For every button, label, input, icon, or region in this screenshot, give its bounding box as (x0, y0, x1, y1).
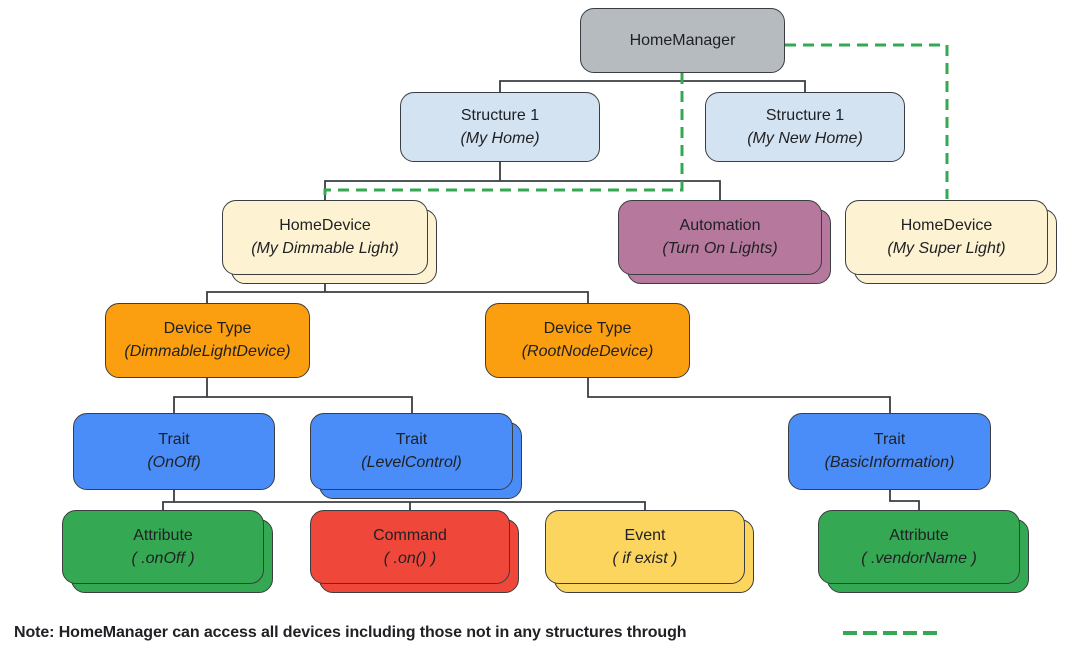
node-title: Trait (873, 431, 906, 448)
node-devicetype-dimmablelightdevice: Device Type (DimmableLightDevice) (105, 303, 310, 378)
node-subtitle: (OnOff) (147, 454, 201, 471)
node-attribute-vendorname: Attribute ( .vendorName ) (818, 510, 1029, 593)
node-homedevice-super-light: HomeDevice (My Super Light) (845, 200, 1057, 284)
node-title: Event (624, 526, 666, 544)
node-title: HomeDevice (279, 217, 371, 234)
node-structure-my-new-home: Structure 1 (My New Home) (705, 92, 905, 162)
node-devicetype-rootnodedevice: Device Type (RootNodeDevice) (485, 303, 690, 378)
node-title: Attribute (133, 526, 193, 544)
node-title: Attribute (889, 526, 949, 544)
connector-devicetype-traits (173, 378, 413, 413)
node-subtitle: (DimmableLightDevice) (124, 343, 291, 360)
node-subtitle: (Turn On Lights) (662, 240, 778, 257)
node-title: Device Type (543, 320, 632, 337)
connector-myhome-children (324, 162, 721, 200)
node-homedevice-dimmable: HomeDevice (My Dimmable Light) (222, 200, 437, 284)
node-subtitle: (BasicInformation) (824, 454, 955, 471)
node-title: Command (373, 526, 447, 544)
node-subtitle: ( .on() ) (383, 549, 437, 567)
node-trait-levelcontrol: Trait (LevelControl) (310, 413, 522, 499)
node-subtitle: ( if exist ) (612, 549, 678, 567)
node-event-if-exist: Event ( if exist ) (545, 510, 754, 593)
connector-homemanager-structures (499, 73, 806, 92)
dashed-link-homemanager-super-light (785, 43, 949, 199)
connector-traitonoff-children (162, 490, 646, 510)
node-title: HomeDevice (900, 217, 993, 234)
connector-basicinformation-vendorname (889, 490, 920, 510)
connector-dimmable-devicetypes (206, 284, 589, 303)
node-subtitle: ( .onOff ) (131, 549, 195, 567)
node-trait-basicinformation: Trait (BasicInformation) (788, 413, 991, 490)
connector-rootnode-basicinformation (587, 378, 891, 413)
node-trait-onoff: Trait (OnOff) (73, 413, 275, 490)
node-subtitle: (My Dimmable Light) (251, 240, 399, 257)
node-title: Structure 1 (765, 106, 845, 124)
node-automation-turn-on-lights: Automation (Turn On Lights) (618, 200, 831, 284)
node-subtitle: (My New Home) (747, 129, 863, 147)
node-title: Device Type (163, 320, 252, 337)
node-homemanager: HomeManager (580, 8, 785, 73)
node-command-on: Command ( .on() ) (310, 510, 519, 593)
note-text: Note: HomeManager can access all devices… (14, 624, 687, 641)
node-title: Trait (395, 431, 428, 448)
node-structure-my-home: Structure 1 (My Home) (400, 92, 600, 162)
node-subtitle: ( .vendorName ) (861, 549, 977, 567)
node-subtitle: (RootNodeDevice) (521, 343, 654, 360)
node-attribute-onoff: Attribute ( .onOff ) (62, 510, 273, 593)
node-title: Structure 1 (460, 106, 540, 124)
node-title: Automation (679, 217, 761, 234)
node-title: Trait (158, 431, 190, 448)
dashed-link-homemanager-dimmable-light (323, 73, 684, 199)
node-subtitle: (My Home) (460, 129, 540, 147)
node-subtitle: (LevelControl) (361, 454, 462, 471)
node-subtitle: (My Super Light) (887, 240, 1006, 257)
node-title: HomeManager (629, 31, 736, 49)
